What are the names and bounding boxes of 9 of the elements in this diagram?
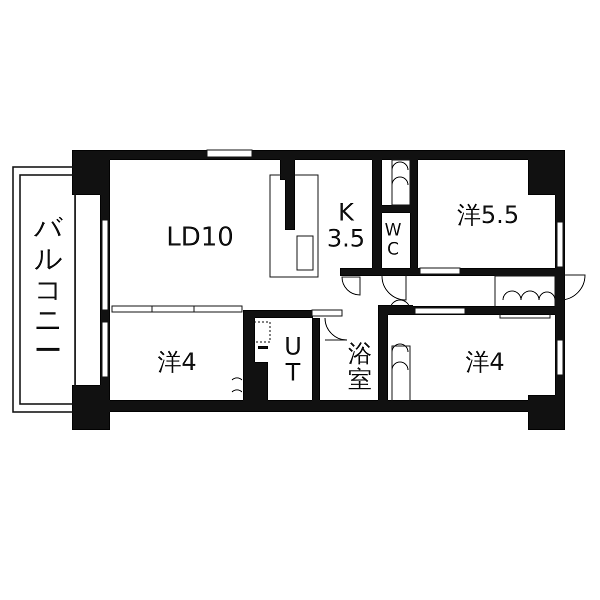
room-label: 浴室 bbox=[348, 340, 372, 394]
room-label: 洋5.5 bbox=[456, 202, 520, 228]
balcony-label: バルコニー bbox=[34, 213, 62, 367]
room-label: UT bbox=[283, 334, 303, 386]
room-label: WC bbox=[384, 221, 402, 259]
room-label: K 3.5 bbox=[326, 200, 366, 252]
room-label: LD10 bbox=[166, 224, 234, 252]
room-label: 洋4 bbox=[465, 348, 505, 376]
room-label: 洋4 bbox=[157, 348, 197, 376]
